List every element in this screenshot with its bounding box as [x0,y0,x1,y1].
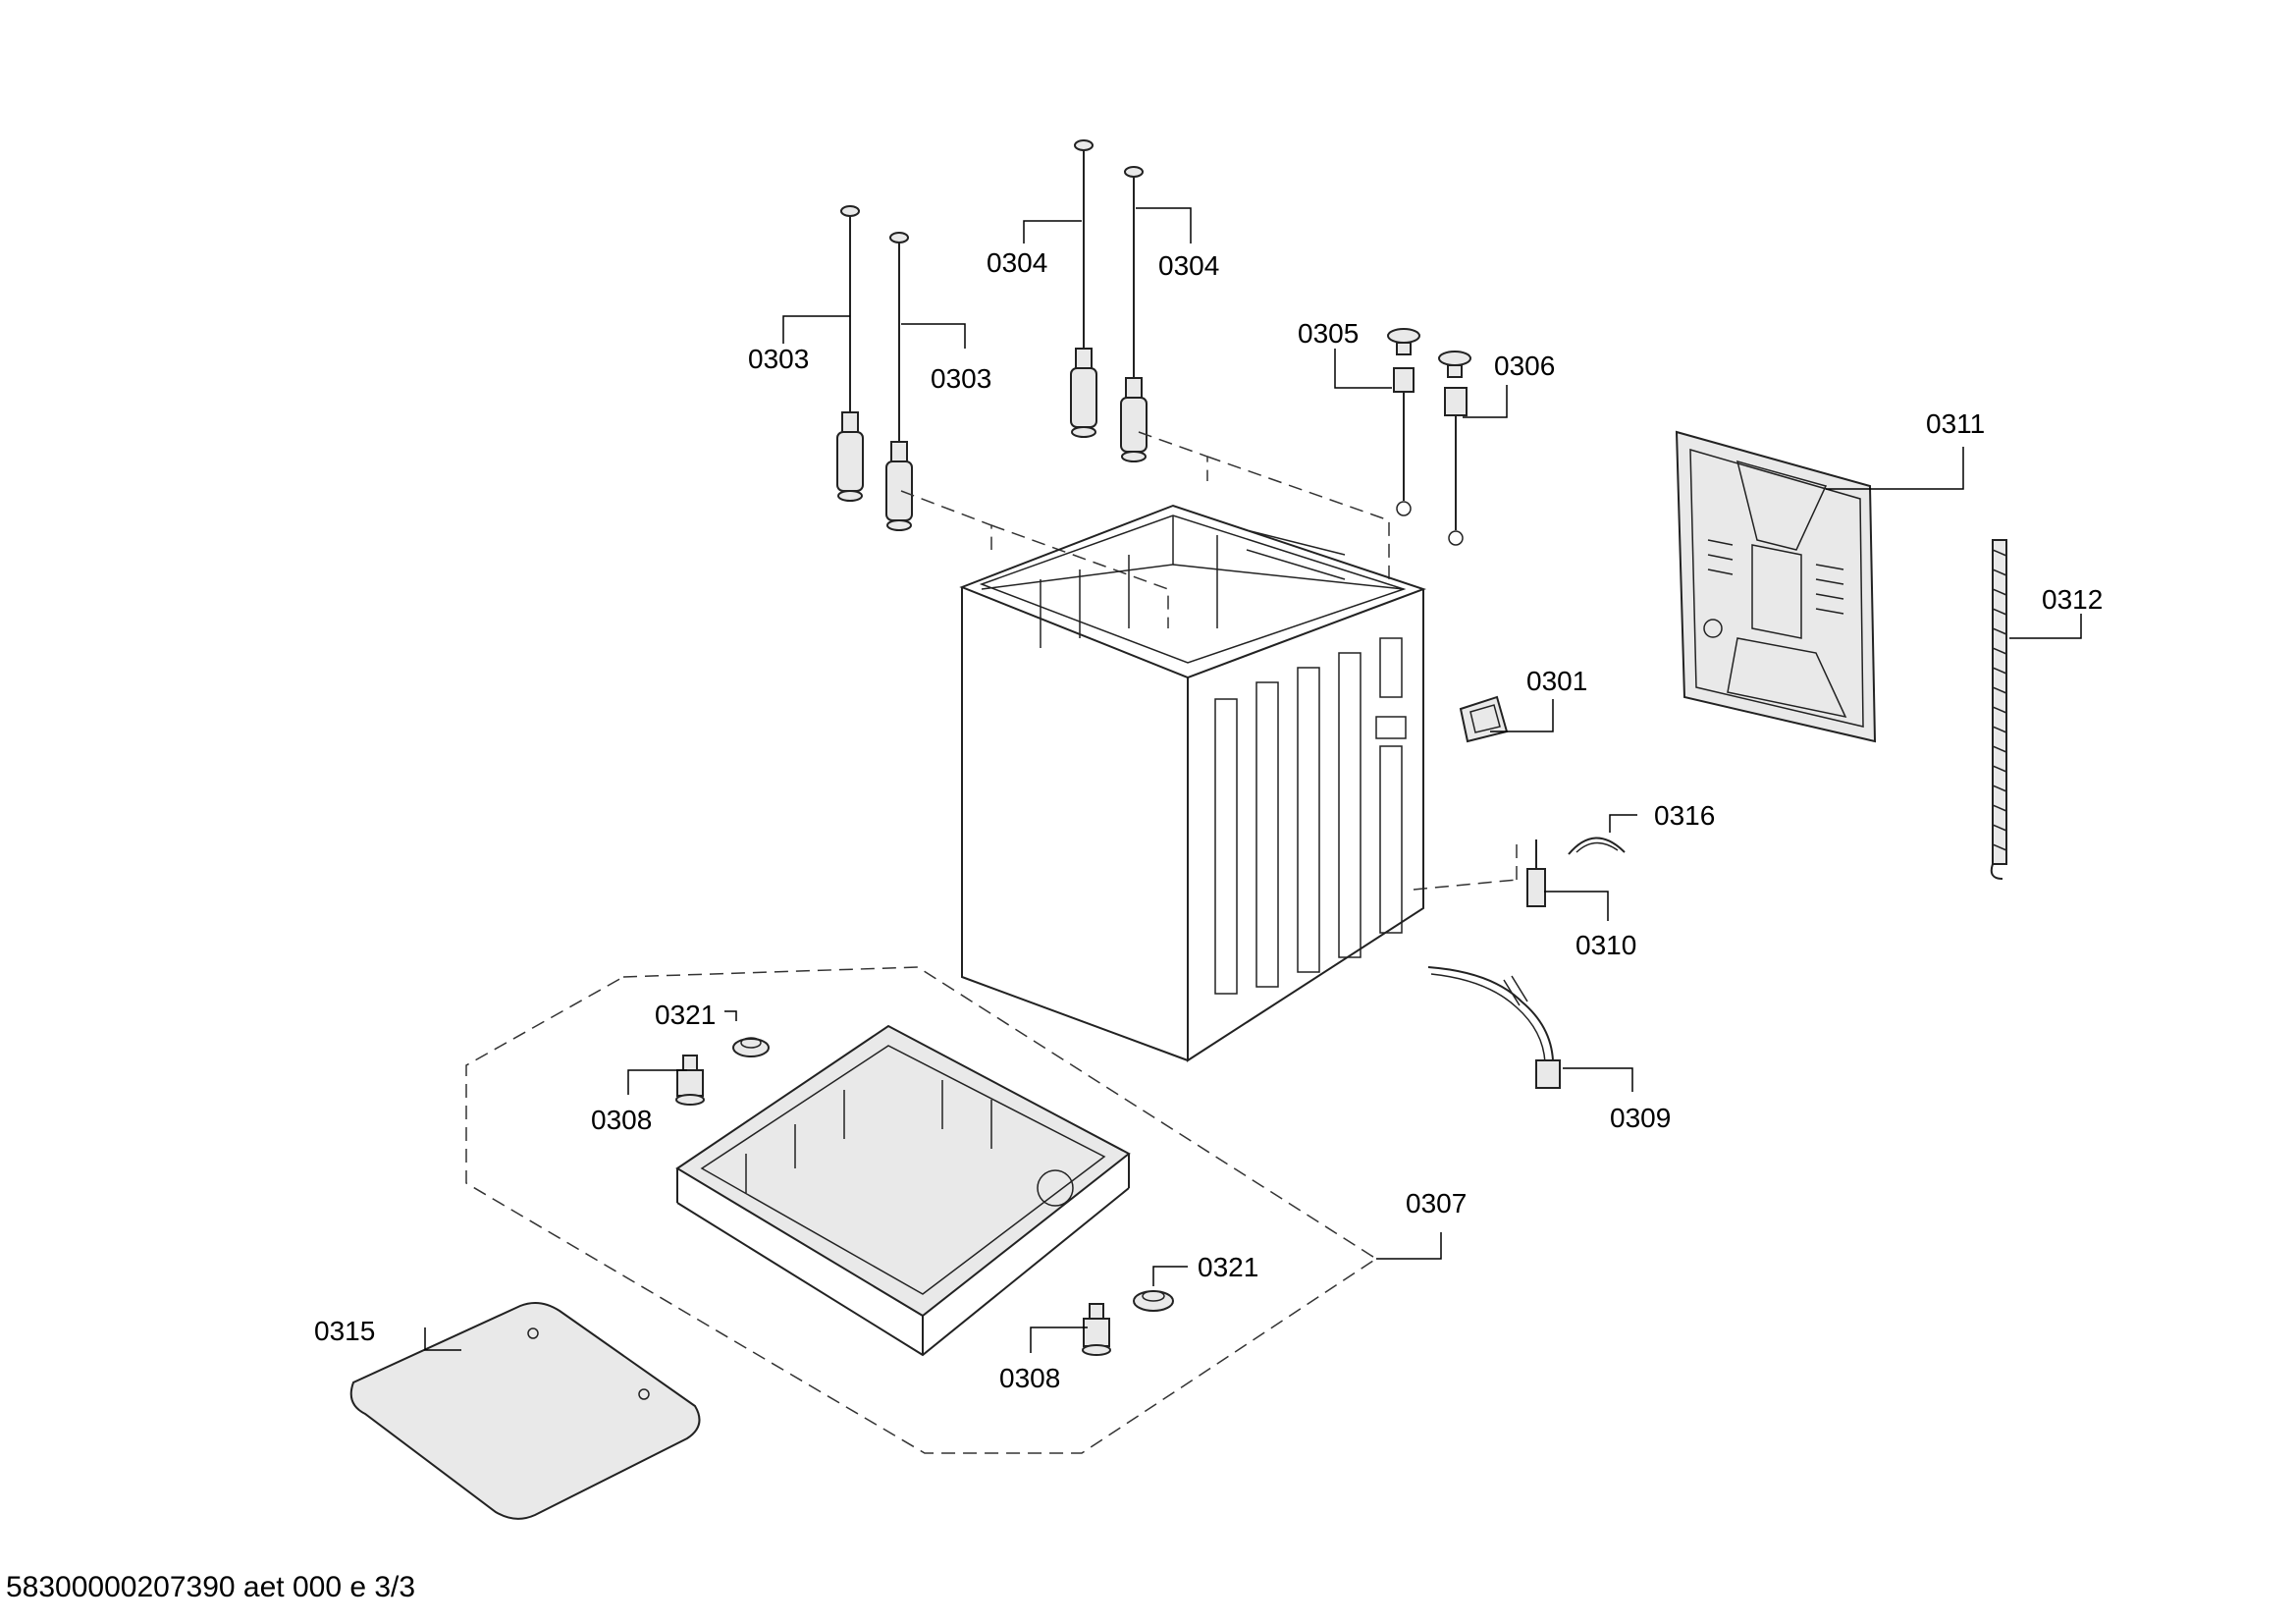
cap-0321-top [732,1037,770,1057]
label-0304-left: 0304 [987,247,1047,278]
label-0306: 0306 [1494,351,1555,381]
label-0310: 0310 [1575,930,1636,960]
label-0308-right: 0308 [999,1363,1060,1393]
sensor-0310 [1526,839,1546,907]
leader-lines [424,207,2082,1353]
label-0315: 0315 [314,1316,375,1346]
cap-0321-bottom [1133,1290,1174,1312]
label-0301: 0301 [1526,666,1587,696]
label-0311: 0311 [1926,408,1985,439]
label-0307: 0307 [1406,1188,1467,1218]
base-plate-0315 [349,1301,701,1520]
cabinet-housing [959,504,1426,1062]
label-0316: 0316 [1654,800,1715,831]
fitting-0306 [1438,351,1471,546]
label-0321-top: 0321 [655,1000,716,1030]
label-0303-left: 0303 [748,344,809,374]
label-0305: 0305 [1298,318,1359,349]
drain-hose-0312 [1990,539,2007,880]
label-0312: 0312 [2042,584,2103,615]
label-0308-left: 0308 [591,1105,652,1135]
part-0301 [1459,695,1509,743]
suspension-rod-0303-right [885,232,913,531]
suspension-rod-0304-right [1120,166,1148,462]
power-cord-0309 [1427,966,1561,1089]
suspension-rod-0303-left [836,205,864,502]
assembly-guide-lines [900,431,1518,891]
label-0304-right: 0304 [1158,250,1219,281]
label-0321-bottom: 0321 [1198,1252,1258,1282]
document-footer-id: 58300000207390 aet 000 e 3/3 [6,1571,416,1603]
fitting-0305 [1387,328,1420,516]
base-frame-0307 [465,966,1378,1454]
foot-0308-right [1082,1303,1111,1356]
back-panel-0311 [1675,430,1877,743]
clip-0316 [1568,837,1626,855]
foot-0308-left [675,1055,705,1106]
part-labels: 0303 0303 0304 0304 0305 0306 0311 0312 … [314,247,2103,1393]
label-0303-right: 0303 [931,363,991,394]
suspension-rod-0304-left [1070,139,1097,438]
label-0309: 0309 [1610,1103,1671,1133]
